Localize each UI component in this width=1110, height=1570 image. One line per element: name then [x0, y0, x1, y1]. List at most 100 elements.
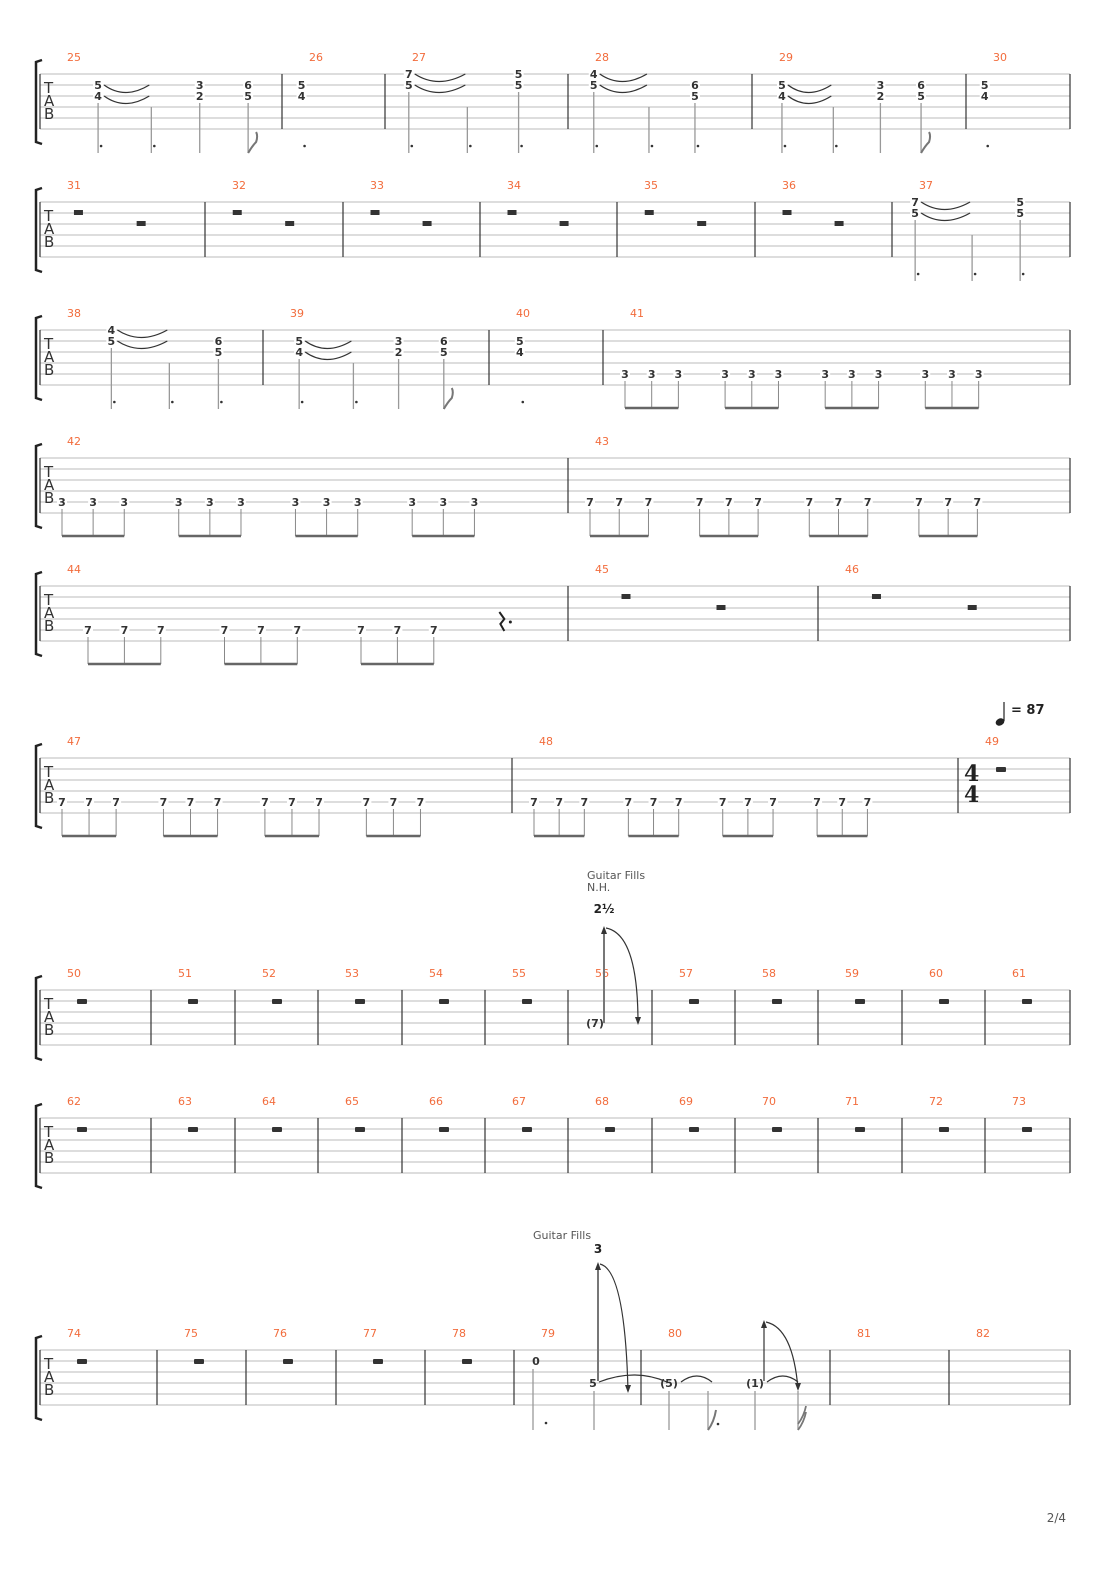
triplet-note: 3: [290, 496, 301, 536]
triplet-note: 7: [286, 796, 297, 836]
tie-arc: [766, 1375, 799, 1383]
fret-number: (5): [660, 1377, 678, 1390]
fret-number: 7: [261, 796, 269, 809]
triplet-note: 7: [366, 796, 426, 838]
whole-rest: [855, 1127, 865, 1132]
fret-number: 7: [813, 796, 821, 809]
note-flag: [920, 131, 932, 154]
triplet-note: 7: [119, 624, 130, 664]
measure-number: 33: [370, 179, 384, 192]
fret-number: 3: [848, 368, 856, 381]
half-rest: [697, 221, 707, 226]
tab-clef-letter: A: [44, 220, 55, 238]
measure: 63: [178, 1095, 198, 1132]
fret-number: 3: [237, 496, 245, 509]
half-rest: [871, 594, 881, 599]
fret-number: 7: [363, 796, 371, 809]
tab-clef-letter: T: [43, 763, 54, 781]
quarter-note-icon: [995, 718, 1005, 726]
fret-number: 3: [975, 368, 983, 381]
fret-number: 5: [94, 79, 102, 92]
note: [150, 107, 156, 153]
system-bracket: [34, 314, 43, 402]
tab-clef-letter: B: [44, 105, 54, 123]
triplet-note: 7: [529, 796, 539, 836]
measure-number: 55: [512, 967, 526, 980]
fret-number: 5: [108, 335, 116, 348]
technique-annotation: N.H.: [587, 881, 610, 894]
triplet-note: 7: [717, 796, 728, 836]
tempo-marking: = 87: [1011, 703, 1045, 718]
triplet-note: 3: [825, 368, 884, 410]
fret-number: 7: [719, 796, 727, 809]
duration-dot: [220, 400, 223, 404]
triplet-note: 3: [625, 368, 684, 410]
duration-dot: [99, 144, 103, 148]
fret-number: 4: [516, 346, 524, 359]
measure-number: 79: [541, 1327, 555, 1340]
measure-number: 40: [516, 307, 530, 320]
duration-dot: [650, 144, 654, 148]
fret-number: (1): [746, 1377, 764, 1390]
fret-number: 5: [590, 79, 598, 92]
measure-number: 44: [67, 563, 81, 576]
note: 54: [514, 335, 525, 404]
triplet-note: 7: [694, 496, 705, 536]
triplet-note: 7: [356, 624, 366, 664]
triplet-note: 7: [833, 496, 844, 536]
triplet-note: 3: [946, 368, 957, 408]
measure-number: 50: [67, 967, 81, 980]
triplet-note: 7: [83, 624, 93, 664]
measure-number: 71: [845, 1095, 859, 1108]
triplet-note: 7: [361, 624, 439, 666]
fret-number: 3: [921, 368, 929, 381]
measure: 73: [1012, 1095, 1032, 1132]
measure: 46: [845, 563, 977, 610]
fret-number: 3: [877, 79, 885, 92]
measure-number: 78: [452, 1327, 466, 1340]
triplet-note: 7: [554, 796, 565, 836]
duration-dot: [916, 272, 920, 276]
measure-number: 73: [1012, 1095, 1026, 1108]
measure: 74: [67, 1327, 87, 1364]
fret-number: 7: [769, 796, 777, 809]
measure-number: 58: [762, 967, 776, 980]
triplet-note: 7: [88, 624, 166, 666]
whole-rest: [772, 999, 782, 1004]
measure-number: 31: [67, 179, 81, 192]
fret-number: 5: [691, 90, 699, 103]
measure-number: 80: [668, 1327, 682, 1340]
measure: 56(7)2½: [586, 902, 641, 1030]
half-rest: [136, 221, 146, 226]
time-signature-top: 4: [964, 761, 979, 787]
measure-number: 49: [985, 735, 999, 748]
note: 65: [689, 79, 700, 153]
whole-rest: [272, 1127, 282, 1132]
fret-number: 7: [214, 796, 222, 809]
bend-amount: 2½: [594, 902, 615, 916]
tab-clef-letter: A: [44, 1136, 55, 1154]
release-arc: [765, 1321, 799, 1390]
measure: 80 (5) (1): [660, 1320, 807, 1431]
system-bracket: [34, 742, 43, 830]
tab-clef-letter: A: [44, 604, 55, 622]
fret-number: 7: [838, 796, 846, 809]
triplet-note: 7: [699, 496, 764, 538]
fret-number: 3: [721, 368, 729, 381]
note: [971, 235, 977, 281]
duration-dot: [520, 144, 523, 148]
fret-number: 7: [625, 796, 633, 809]
measure-number: 60: [929, 967, 943, 980]
triplet-note: 3: [820, 368, 831, 408]
measure-number: 56: [595, 967, 609, 980]
fret-number: 4: [295, 346, 303, 359]
tab-clef-letter: T: [43, 207, 54, 225]
measure-number: 27: [412, 51, 426, 64]
note: 75: [403, 68, 466, 153]
triplet-note: 7: [817, 796, 873, 838]
half-rest: [73, 210, 83, 215]
